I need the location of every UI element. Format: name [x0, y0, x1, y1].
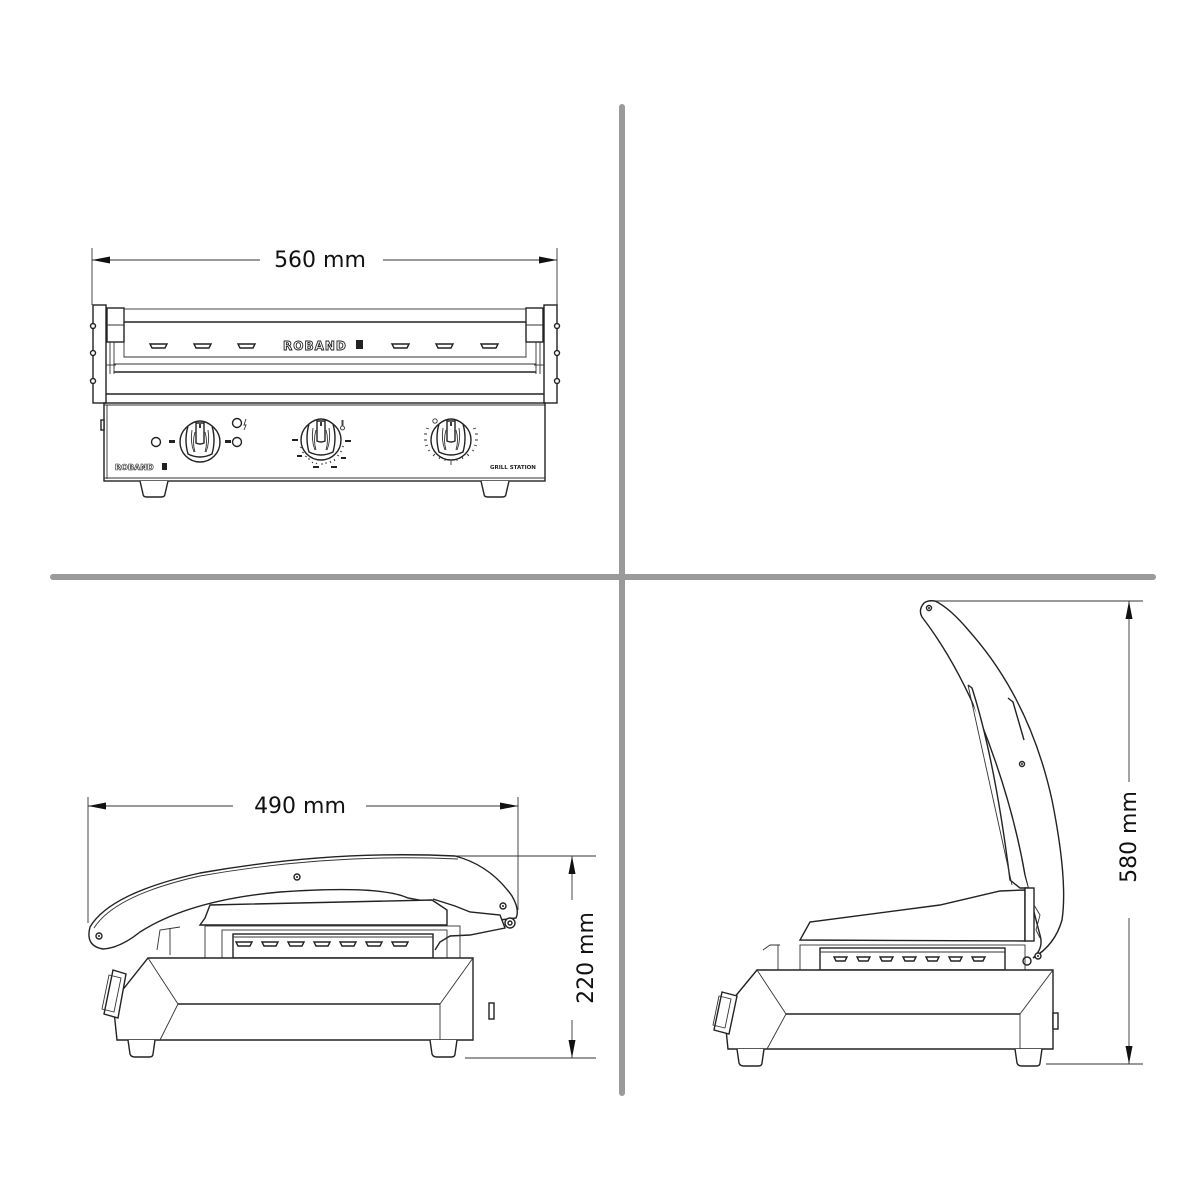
depth-dimension-label: 490 mm: [254, 794, 346, 819]
front-view: 560 mm: [0, 0, 600, 560]
right-hinge: [525, 304, 561, 404]
side-knob-open: [713, 991, 738, 1035]
grill-plate-open: [762, 944, 1026, 971]
horizontal-divider: [50, 574, 1156, 580]
base-open: [712, 969, 1059, 1067]
lid-arm-open: [919, 600, 1065, 959]
timer-knob[interactable]: [424, 418, 478, 465]
width-dimension-label: 560 mm: [274, 248, 366, 273]
feet: [139, 480, 510, 498]
side-view-closed: 490 mm 220 mm: [0, 585, 615, 1200]
width-dimension: [91, 248, 558, 305]
thermostat-knob[interactable]: [292, 418, 351, 468]
panel-brand-logo: ROBAND: [115, 463, 154, 472]
vertical-divider: [619, 104, 625, 1096]
depth-dimension: [87, 797, 519, 923]
lid-brand-mark: [356, 340, 363, 349]
thermometer-icon: [340, 420, 345, 431]
empty-quadrant: [630, 0, 1200, 570]
grill-plate-closed: [204, 925, 461, 959]
lid-brand-logo: ROBAND: [283, 339, 347, 353]
height-dimension-closed: [452, 855, 596, 1059]
base-closed: [101, 957, 495, 1058]
open-height-dimension-label: 580 mm: [1117, 791, 1142, 883]
lid-arm-closed: [88, 854, 519, 951]
height-dimension-label: 220 mm: [574, 912, 599, 1004]
power-selector-knob[interactable]: [150, 417, 247, 463]
control-panel: [100, 402, 546, 482]
power-symbol-icon: [243, 418, 247, 431]
side-view-open: 580 mm: [630, 585, 1200, 1200]
lid: [106, 308, 544, 395]
lid-vents: [148, 343, 500, 349]
model-label: GRILL STATION: [490, 465, 536, 471]
left-hinge: [89, 304, 125, 404]
clock-icon: [432, 418, 438, 424]
height-dimension-open: [935, 600, 1143, 1065]
upper-plate-closed: [156, 899, 448, 955]
